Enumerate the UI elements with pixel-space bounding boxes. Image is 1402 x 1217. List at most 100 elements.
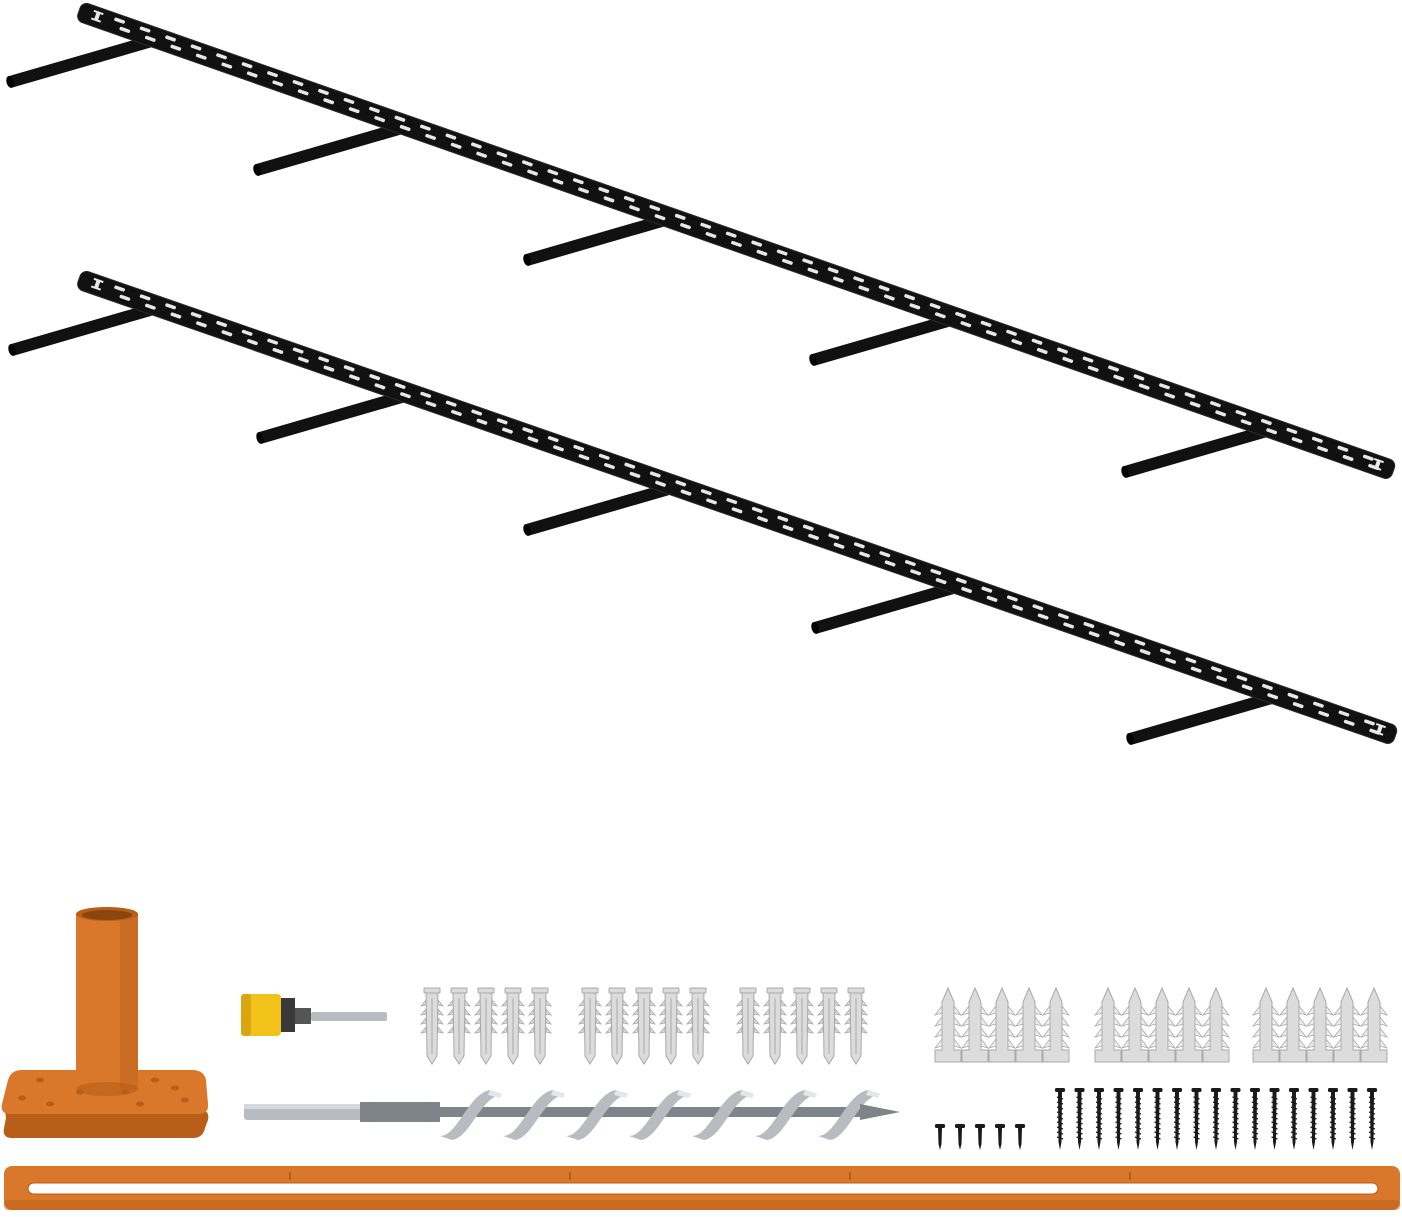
- plate-slot: [808, 533, 819, 540]
- long-screw-thread: [1056, 1101, 1064, 1105]
- long-screw-thread: [1232, 1106, 1239, 1110]
- long-screw-head: [1347, 1088, 1358, 1092]
- long-screw-thread: [1115, 1121, 1122, 1125]
- orange-template-ruler: [4, 1166, 1400, 1210]
- drywall-thread: [1278, 1004, 1308, 1016]
- plate-slot: [1057, 613, 1069, 620]
- long-screw-thread: [1368, 1131, 1376, 1135]
- long-screw-thread: [1349, 1106, 1356, 1110]
- plate-slot: [190, 312, 202, 319]
- long-screw-thread: [1212, 1131, 1220, 1135]
- drywall-anchor: [1093, 986, 1123, 1063]
- long-screw-thread: [1271, 1136, 1278, 1140]
- guide-tube: [76, 914, 138, 1089]
- bracket-1: [6, 2, 1396, 479]
- plate-slot: [598, 187, 610, 194]
- guide-base-edge: [3, 1110, 209, 1138]
- plate-slot: [425, 133, 436, 140]
- plate-slot: [196, 321, 207, 328]
- guide-hole: [46, 1101, 54, 1107]
- drywall-body: [961, 986, 989, 1063]
- drywall-anchor-group: [933, 986, 1071, 1063]
- plate-slot: [1185, 657, 1197, 664]
- long-screw-thread: [1290, 1111, 1298, 1115]
- plate-slot: [170, 44, 182, 51]
- plate-slot: [521, 160, 533, 167]
- anchor-rib: [735, 1025, 761, 1034]
- anchor-rib: [762, 1016, 788, 1025]
- plate-slot: [1267, 693, 1279, 700]
- anchor-flange: [820, 987, 838, 994]
- plate-slot: [190, 44, 202, 51]
- plate-slot: [782, 524, 794, 532]
- plate-slot: [1266, 428, 1277, 435]
- anchor-flange: [608, 987, 626, 994]
- long-screw-thread: [1251, 1096, 1259, 1100]
- long-screw-shaft: [1136, 1092, 1140, 1150]
- plate-slot: [1037, 613, 1049, 620]
- plate-slot: [777, 515, 789, 522]
- long-screw-thread: [1251, 1136, 1259, 1140]
- plate-slot: [1241, 684, 1253, 691]
- plate-slot: [267, 71, 278, 78]
- drywall-thread: [1014, 1026, 1044, 1038]
- drywall-thread: [1251, 1004, 1281, 1016]
- plate-slot: [578, 187, 589, 194]
- long-screw-thread: [1290, 1101, 1298, 1105]
- drywall-thread: [1093, 1015, 1123, 1027]
- long-screw-thread: [1290, 1116, 1298, 1120]
- anchor-flange: [847, 987, 865, 994]
- long-screw-thread: [1251, 1106, 1259, 1110]
- long-screw-thread: [1134, 1136, 1142, 1140]
- plate-slot: [904, 560, 916, 567]
- plate-slot: [374, 383, 386, 390]
- anchor-rib: [446, 1025, 472, 1034]
- plastic-anchor: [762, 987, 788, 1065]
- orange-drill-guide: [1, 907, 209, 1138]
- auger-flute: [566, 1090, 628, 1140]
- long-screw-thread: [1154, 1121, 1161, 1125]
- plate-slot: [1189, 401, 1201, 408]
- drywall-body: [1306, 986, 1334, 1063]
- drywall-anchor: [1305, 986, 1335, 1063]
- plate-slot: [399, 124, 411, 132]
- long-screw-thread: [1076, 1096, 1083, 1100]
- long-screw-thread: [1193, 1096, 1200, 1100]
- long-screw-head: [1328, 1088, 1338, 1092]
- long-screw-head: [1113, 1088, 1124, 1092]
- plate-slot: [675, 480, 687, 487]
- plate-slot: [731, 240, 742, 248]
- long-screw-thread: [1251, 1111, 1259, 1115]
- long-screw-shaft: [1331, 1092, 1335, 1150]
- plate-slot: [604, 462, 615, 470]
- plate-slot: [471, 142, 482, 149]
- drywall-thread: [1147, 1004, 1177, 1016]
- plastic-anchor-group: [735, 987, 869, 1065]
- long-screw-thread: [1271, 1126, 1278, 1130]
- plate-slot: [241, 329, 253, 336]
- long-screw-thread: [1232, 1126, 1239, 1130]
- long-screw-thread: [1310, 1096, 1317, 1100]
- plate-slot: [700, 222, 712, 229]
- plate-slot: [1262, 683, 1273, 691]
- plate-slot: [1011, 339, 1023, 346]
- auger-shank-highlight: [244, 1104, 439, 1109]
- long-screw-thread: [1134, 1131, 1142, 1135]
- plate-slot: [1032, 604, 1044, 611]
- drywall-thread: [1332, 1015, 1362, 1027]
- plate-slot: [884, 560, 896, 567]
- anchor-rib: [735, 1007, 761, 1016]
- plate-slot: [680, 223, 691, 230]
- long-screw-thread: [1310, 1106, 1317, 1110]
- plate-slot: [1240, 419, 1252, 426]
- drywall-thread: [933, 1004, 963, 1016]
- anchor-rib: [685, 1007, 711, 1016]
- anchor-rib: [735, 1016, 761, 1025]
- anchor-rib: [473, 1007, 499, 1016]
- plate-slot: [573, 444, 585, 451]
- plate-slot: [1063, 622, 1074, 629]
- drywall-anchor: [1251, 986, 1281, 1063]
- anchor-rib: [577, 1025, 603, 1034]
- long-screw-thread: [1134, 1126, 1142, 1130]
